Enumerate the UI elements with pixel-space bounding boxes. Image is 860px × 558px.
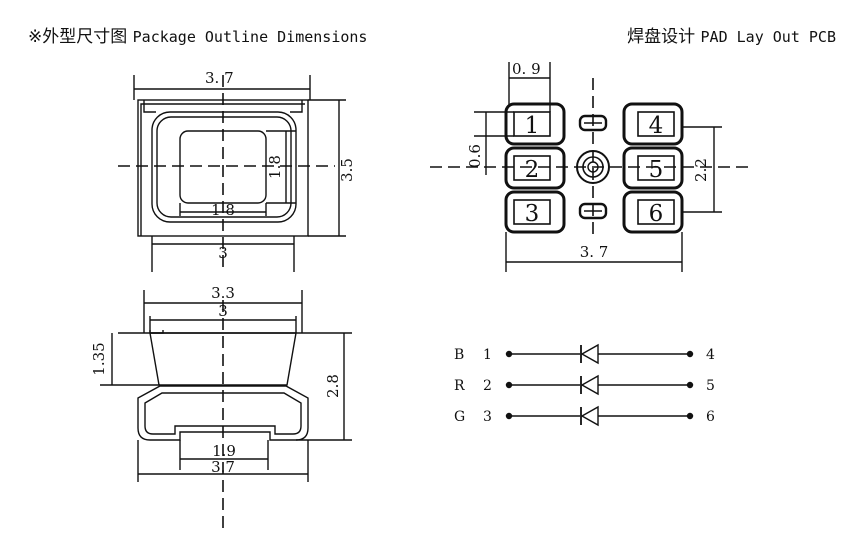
schematic-row-b: B 1 4: [454, 343, 715, 365]
reference-mark: ※: [28, 27, 43, 47]
pad-1: [513, 111, 551, 137]
terminal-dot: [505, 350, 513, 358]
schematic-pin-in: 3: [483, 409, 492, 425]
pin-label-3: 3: [525, 201, 540, 227]
pad-bg: [504, 146, 566, 190]
pad-center-dot: [587, 161, 599, 173]
diode-schematic: B 1 4 R 2 5 G 3 6: [454, 343, 715, 427]
schematic-row-r: R 2 5: [454, 374, 715, 396]
terminal-dot: [505, 381, 513, 389]
schematic-color-label: G: [454, 409, 465, 425]
diode-icon: [580, 405, 599, 427]
pad-bg: [622, 102, 684, 146]
pad-layout-title: 焊盘设计 PAD Lay Out PCB: [627, 22, 836, 47]
schematic-pin-out: 4: [706, 347, 715, 363]
top-view-body-edge: [140, 103, 305, 236]
pin-label-2: 2: [525, 157, 540, 183]
schematic-pin-in: 1: [483, 347, 492, 363]
pad-bg: [504, 190, 566, 234]
dim-label-inner-width: 3: [218, 302, 228, 320]
schematic-color-label: B: [454, 347, 464, 363]
pad-2: [513, 155, 551, 181]
dim-label-upper-height: 1.35: [90, 342, 108, 375]
top-view-lens-window: [179, 130, 267, 204]
diode-icon: [580, 343, 599, 365]
diode-icon: [580, 374, 599, 396]
schematic-pin-out: 5: [706, 378, 715, 394]
pin-label-5: 5: [649, 157, 664, 183]
dim-label-pad-height: 0.6: [466, 144, 484, 168]
pad-bg: [622, 146, 684, 190]
pad-4: [637, 111, 675, 137]
dim-label-total-height: 2.8: [324, 374, 342, 398]
dim-label-inner-width: 1 8: [211, 201, 235, 219]
pin-label-1: 1: [525, 113, 540, 139]
schematic-pin-in: 2: [483, 378, 492, 394]
pad-5: [637, 155, 675, 181]
package-outline-title-en: Package Outline Dimensions: [132, 28, 368, 46]
terminal-dot: [686, 350, 694, 358]
dim-label-pad-width: 0. 9: [512, 60, 541, 78]
top-view-cavity-outer: [151, 111, 297, 223]
pad-layout: 1 2 3 4 5 6 0. 9 0.6 2.2 3. 7: [430, 60, 752, 272]
dim-label-bottom-total: 3.7: [211, 458, 235, 476]
pad-slot: [578, 202, 608, 220]
terminal-dot: [686, 381, 694, 389]
dim-label-top-width: 3.3: [211, 284, 235, 302]
dim-label-bottom-inner: 1.9: [212, 442, 236, 460]
terminal-dot: [686, 412, 694, 420]
top-view: 3. 7 3.5 1.8 1 8 3: [118, 69, 356, 272]
dim-label-pitch-span: 2.2: [692, 158, 710, 182]
pin-label-6: 6: [649, 201, 664, 227]
pad-bg: [504, 102, 566, 146]
schematic-row-g: G 3 6: [454, 405, 715, 427]
pad-layout-title-en: PAD Lay Out PCB: [700, 28, 836, 46]
pad-slot: [578, 114, 608, 132]
dim-label-total-width: 3. 7: [580, 243, 609, 261]
top-view-outer-body: [137, 99, 309, 237]
dim-label-inner-height: 1.8: [266, 155, 284, 179]
pad-3: [513, 199, 551, 225]
schematic-color-label: R: [454, 378, 465, 394]
dim-label-base-width: 3: [218, 244, 228, 262]
side-view-body-outer: [137, 385, 309, 441]
top-view-tab: [143, 100, 156, 113]
dim-label-width: 3. 7: [205, 69, 234, 87]
pad-6: [637, 199, 675, 225]
pin-label-4: 4: [649, 113, 664, 139]
terminal-dot: [505, 412, 513, 420]
top-view-tab: [290, 100, 303, 113]
package-outline-title-cn: 外型尺寸图: [42, 27, 128, 47]
package-outline-title: ※外型尺寸图 Package Outline Dimensions: [28, 22, 367, 47]
side-view: 3.3 3 1.35 2.8 1.9 3.7: [90, 284, 352, 530]
pad-center-ring: [576, 150, 610, 184]
pad-layout-title-cn: 焊盘设计: [627, 27, 696, 47]
top-view-cavity-inner: [156, 116, 292, 218]
dim-label-height: 3.5: [338, 158, 356, 182]
side-view-body-inner: [144, 392, 302, 435]
schematic-pin-out: 6: [706, 409, 715, 425]
pad-center-inner: [582, 156, 604, 178]
